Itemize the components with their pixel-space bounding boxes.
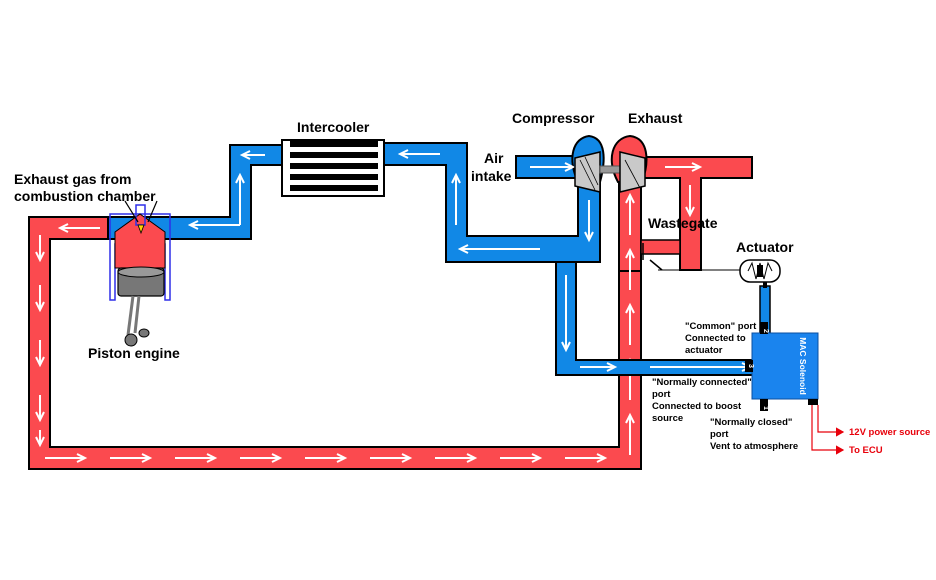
common-port-label-3: actuator [685,345,723,356]
solenoid-label: MAC Solenoid [798,337,808,395]
air-intake-label-2: intake [471,168,512,184]
intake-pipe-system [107,134,771,376]
nc-port-label-4: source [652,413,683,424]
labels: Intercooler Compressor Exhaust Air intak… [14,110,930,456]
mac-solenoid: 2 3 1 MAC Solenoid [745,322,819,411]
exhaust-gas-label-1: Exhaust gas from [14,171,131,187]
power-source-label: 12V power source [849,427,930,438]
exhaust-gas-label-2: combustion chamber [14,188,156,204]
ncl-port-label-1: "Normally closed" [710,417,792,428]
actuator [739,259,781,288]
port-3-label: 3 [747,364,754,368]
port-2-label: 2 [762,329,769,333]
ncl-port-label-2: port [710,429,729,440]
actuator-label: Actuator [736,239,794,255]
piston-engine-label: Piston engine [88,345,180,361]
intercooler [281,139,385,197]
intake-flow-arrows [187,149,753,372]
common-port-label-2: Connected to [685,333,746,344]
intercooler-label: Intercooler [297,119,370,135]
ncl-port-label-3: Vent to atmosphere [710,441,798,452]
port-1-label: 1 [762,406,769,410]
exhaust-label: Exhaust [628,110,683,126]
nc-port-label-2: port [652,389,671,400]
nc-port-label-1: "Normally connected" [652,377,752,388]
exhaust-flow-arrows [35,162,703,463]
exhaust-turbine-wheel [619,151,646,193]
wastegate-valve [642,243,740,271]
air-intake-label-1: Air [484,150,504,166]
wastegate-label: Wastegate [648,215,718,231]
turbo-shaft [599,165,621,174]
compressor-wheel [574,151,601,193]
piston-engine [109,200,171,347]
common-port-label-1: "Common" port [685,321,757,332]
compressor-label: Compressor [512,110,595,126]
electrical-lines [811,405,845,455]
ecu-label: To ECU [849,445,883,456]
nc-port-label-3: Connected to boost [652,401,742,412]
